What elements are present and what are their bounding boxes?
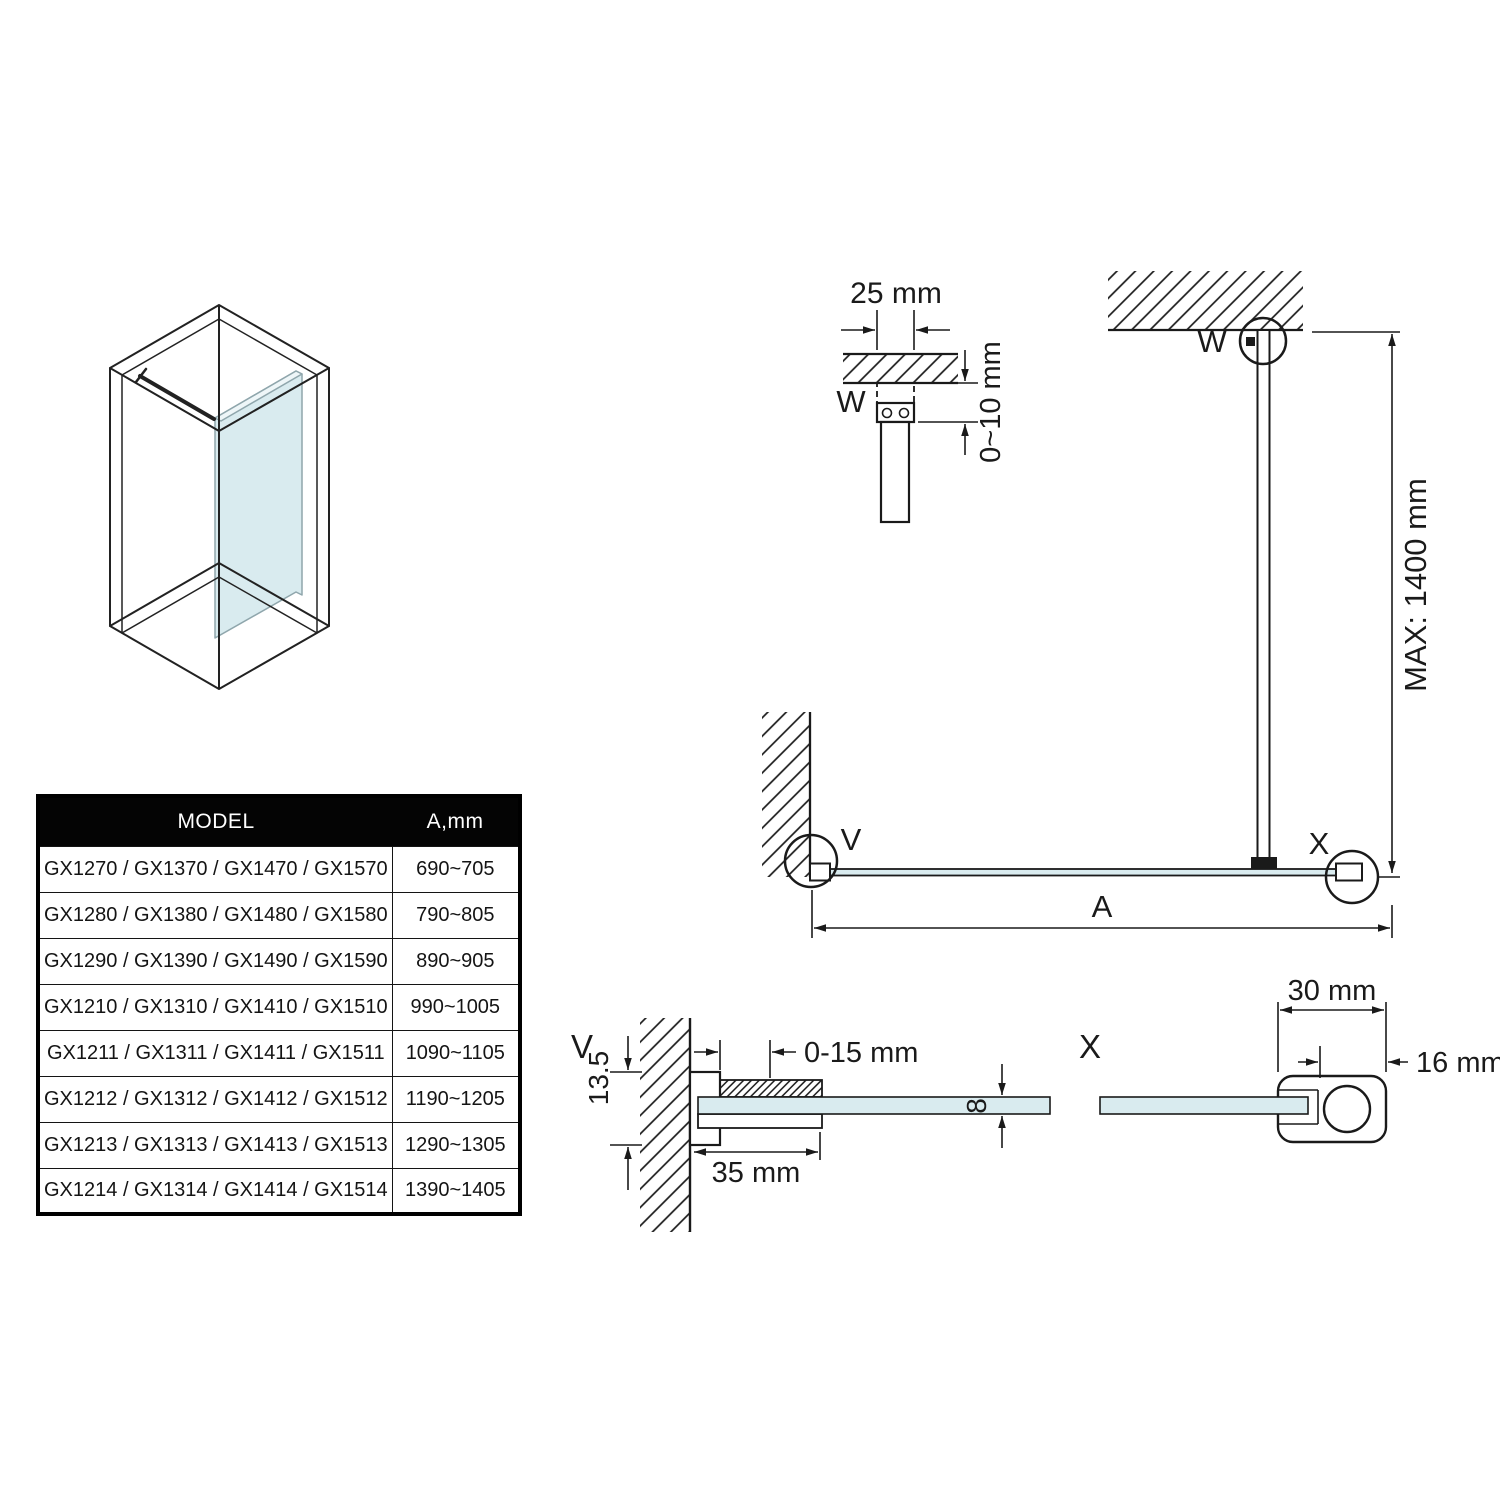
bracket-hidden (876, 382, 915, 404)
support-bar-section (879, 420, 911, 524)
plan-label-x: X (1309, 826, 1330, 861)
wall-hatch-v (640, 1018, 690, 1232)
plan-label-w: W (1197, 324, 1227, 359)
detail-w-gap-dim-label: 0~10 mm (975, 341, 1007, 463)
a-cell: 1190~1205 (391, 1075, 521, 1123)
plan-view: W V X MAX: 1400 mm A (762, 271, 1433, 938)
profile-bottom-flange (697, 1113, 823, 1129)
support-bar-plan (1256, 329, 1271, 871)
table-row: GX1211 / GX1311 / GX1411 / GX1511 1090~1… (37, 1029, 521, 1077)
model-cell: GX1210 / GX1310 / GX1410 / GX1510 (37, 983, 393, 1031)
wall-profile-plan (809, 862, 831, 882)
model-cell: GX1214 / GX1314 / GX1414 / GX1514 (37, 1167, 393, 1215)
end-profile-plan (1335, 862, 1363, 882)
detail-v-profile-length-dim-label: 35 mm (712, 1157, 801, 1189)
model-cell: GX1280 / GX1380 / GX1480 / GX1580 (37, 891, 393, 939)
table-row: GX1280 / GX1380 / GX1480 / GX1580 790~80… (37, 891, 521, 939)
bracket-screw (898, 407, 910, 419)
glass-section-v (697, 1096, 1051, 1115)
bar-wall-screw (1246, 337, 1255, 346)
a-cell: 790~805 (391, 891, 521, 939)
table-header-model: MODEL (38, 796, 393, 846)
a-cell: 1090~1105 (391, 1029, 521, 1077)
a-cell: 1390~1405 (391, 1167, 521, 1215)
end-profile-round-seat (1322, 1084, 1372, 1134)
isometric-drawing (109, 304, 330, 690)
model-table: MODEL A,mm GX1270 / GX1370 / GX1470 / GX… (36, 794, 522, 1216)
detail-x-label: X (1079, 1028, 1101, 1065)
a-cell: 990~1005 (391, 983, 521, 1031)
model-cell: GX1270 / GX1370 / GX1470 / GX1570 (37, 845, 393, 893)
table-header-a: A,mm (392, 796, 520, 846)
detail-circle-w (1238, 316, 1288, 366)
a-cell: 690~705 (391, 845, 521, 893)
table-row: GX1270 / GX1370 / GX1470 / GX1570 690~70… (37, 845, 521, 893)
table-row: GX1212 / GX1312 / GX1412 / GX1512 1190~1… (37, 1075, 521, 1123)
bracket-screw (881, 407, 893, 419)
support-bar-wall-mount (134, 367, 148, 384)
glass-plan (809, 868, 1361, 877)
detail-circle-v (783, 833, 839, 889)
a-cell: 1290~1305 (391, 1121, 521, 1169)
detail-v: V 13.5 0-15 (571, 1018, 1051, 1232)
plan-height-dim-label: MAX: 1400 mm (1398, 478, 1433, 692)
model-cell: GX1212 / GX1312 / GX1412 / GX1512 (37, 1075, 393, 1123)
model-cell: GX1211 / GX1311 / GX1411 / GX1511 (37, 1029, 393, 1077)
detail-x-profile-length-dim-label: 30 mm (1288, 975, 1377, 1007)
profile-clamp (719, 1079, 823, 1098)
table-row: GX1213 / GX1313 / GX1413 / GX1513 1290~1… (37, 1121, 521, 1169)
table-row: GX1214 / GX1314 / GX1414 / GX1514 1390~1… (37, 1167, 521, 1215)
side-wall-hatch (762, 712, 810, 877)
model-cell: GX1290 / GX1390 / GX1490 / GX1590 (37, 937, 393, 985)
model-cell: GX1213 / GX1313 / GX1413 / GX1513 (37, 1121, 393, 1169)
a-cell: 890~905 (391, 937, 521, 985)
support-bar (138, 374, 216, 421)
table-header-row: MODEL A,mm (38, 796, 520, 846)
detail-x: X 30 mm 1 (1079, 975, 1500, 1144)
plan-label-v: V (841, 822, 862, 857)
detail-v-glass-thickness-dim-label: 8 (961, 1098, 992, 1114)
plan-span-dim-label: A (1092, 889, 1113, 924)
ceiling-hatch (843, 354, 958, 383)
bar-glass-connector (1251, 857, 1277, 869)
detail-w: 25 mm W (836, 277, 1007, 524)
detail-x-profile-depth-dim-label: 16 mm (1416, 1047, 1500, 1079)
detail-w-width-dim-label: 25 mm (850, 277, 942, 310)
table-row: GX1210 / GX1310 / GX1410 / GX1510 990~10… (37, 983, 521, 1031)
detail-v-wall-profile-dim-label: 13.5 (583, 1051, 614, 1106)
detail-w-label: W (836, 384, 866, 419)
detail-v-label: V (571, 1028, 593, 1065)
frame-inner (121, 318, 318, 690)
table-row: GX1290 / GX1390 / GX1490 / GX1590 890~90… (37, 937, 521, 985)
glass-section-x (1099, 1096, 1309, 1115)
detail-v-adjustment-dim-label: 0-15 mm (804, 1037, 918, 1069)
